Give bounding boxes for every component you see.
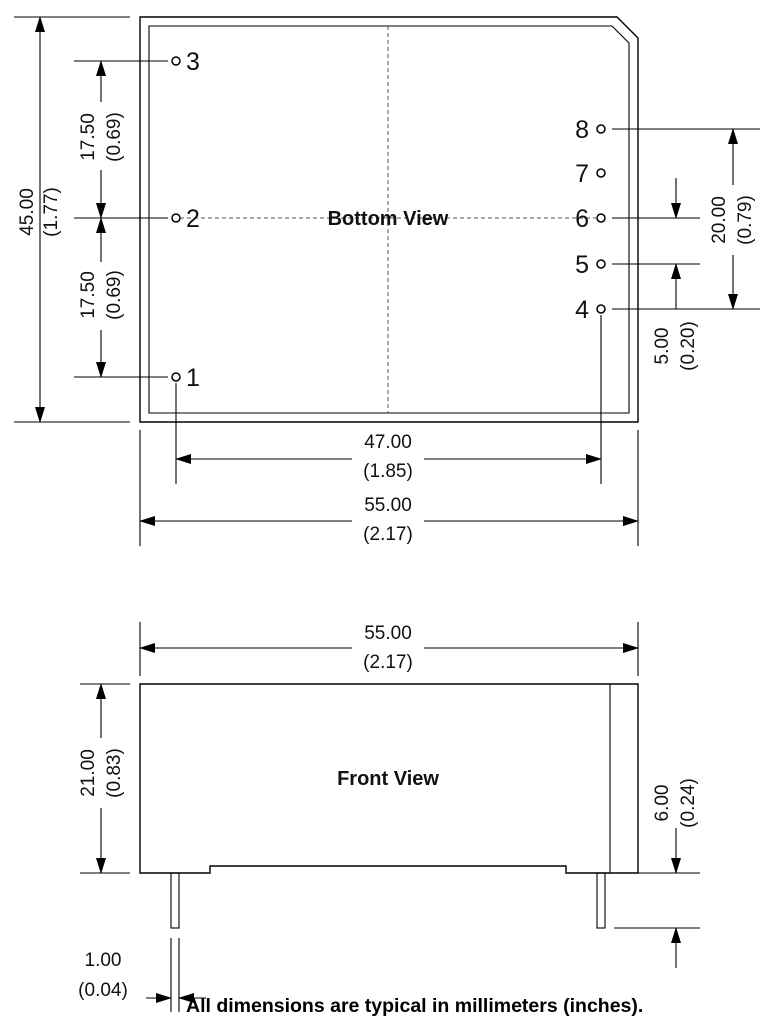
dim-height-45: 45.00 (1.77) bbox=[14, 16, 130, 423]
pin-8-label: 8 bbox=[575, 116, 589, 144]
footnote: All dimensions are typical in millimeter… bbox=[186, 995, 643, 1017]
front-view: Front View 55.00 (2.17) 21.00 (0.83) 6.0… bbox=[78, 622, 700, 1012]
pin-6-label: 6 bbox=[575, 205, 589, 233]
dim-width-55-bottom: 55.00 (2.17) bbox=[139, 430, 639, 546]
dim-height-45-in: (1.77) bbox=[41, 187, 62, 237]
dim-height-21: 21.00 (0.83) bbox=[78, 683, 130, 874]
dim-height-21-mm: 21.00 bbox=[78, 749, 99, 797]
dim-pin-span-in: (1.85) bbox=[363, 461, 413, 482]
dim-right-pitch-5: 5.00 (0.20) bbox=[612, 178, 700, 371]
dim-width-bottom-in: (2.17) bbox=[363, 524, 413, 545]
dim-right-pitch-in: (0.20) bbox=[678, 321, 699, 371]
dim-pin-span-mm: 47.00 bbox=[364, 432, 412, 453]
pin-1-marker bbox=[171, 372, 181, 382]
bottom-view-title: Bottom View bbox=[328, 208, 449, 230]
pin-5-marker bbox=[596, 259, 606, 269]
dim-pitch-upper: 17.50 (0.69) bbox=[74, 60, 168, 219]
pin-3-label: 3 bbox=[186, 48, 200, 76]
dim-right-span-20: 20.00 (0.79) bbox=[612, 128, 760, 310]
dim-pin-dia-in: (0.04) bbox=[78, 980, 128, 1001]
pin-2-label: 2 bbox=[186, 205, 200, 233]
dim-pin-length-in: (0.24) bbox=[678, 778, 699, 828]
bottom-view: Bottom View 3 2 1 8 7 6 5 4 45.00 (1.77) bbox=[14, 16, 760, 546]
front-pin-left bbox=[170, 872, 180, 929]
dim-pin-span-47: 47.00 (1.85) bbox=[175, 315, 602, 484]
pin-6-marker bbox=[596, 213, 606, 223]
dim-height-21-in: (0.83) bbox=[104, 748, 125, 798]
dim-right-span-mm: 20.00 bbox=[709, 196, 730, 244]
pin-8-marker bbox=[596, 124, 606, 134]
front-view-title: Front View bbox=[337, 768, 439, 790]
dim-pitch-lower-mm: 17.50 bbox=[78, 271, 99, 319]
dim-width-55-front: 55.00 (2.17) bbox=[139, 622, 639, 676]
dim-width-front-mm: 55.00 bbox=[364, 623, 412, 644]
pin-4-marker bbox=[596, 304, 606, 314]
dim-height-45-mm: 45.00 bbox=[17, 188, 38, 236]
dim-width-bottom-mm: 55.00 bbox=[364, 495, 412, 516]
dim-pin-dia-1: 1.00 (0.04) bbox=[78, 938, 206, 1012]
dim-width-front-in: (2.17) bbox=[363, 652, 413, 673]
dim-pin-dia-mm: 1.00 bbox=[85, 950, 122, 971]
pin-4-label: 4 bbox=[575, 296, 589, 324]
pin-3-marker bbox=[171, 56, 181, 66]
front-pin-right bbox=[596, 872, 606, 929]
dim-pitch-lower-in: (0.69) bbox=[104, 270, 125, 320]
dim-right-span-in: (0.79) bbox=[735, 195, 756, 245]
dim-pitch-lower: 17.50 (0.69) bbox=[74, 217, 168, 378]
dim-pitch-upper-mm: 17.50 bbox=[78, 113, 99, 161]
pin-5-label: 5 bbox=[575, 251, 589, 279]
bottom-outline-outer bbox=[139, 16, 639, 423]
pin-2-marker bbox=[171, 213, 181, 223]
dim-right-pitch-mm: 5.00 bbox=[652, 328, 673, 365]
pin-7-marker bbox=[596, 168, 606, 178]
dim-pin-length-mm: 6.00 bbox=[652, 785, 673, 822]
bottom-outline-inner bbox=[148, 25, 630, 414]
front-body-outline bbox=[139, 683, 639, 874]
pin-7-label: 7 bbox=[575, 160, 589, 188]
dim-pin-length-6: 6.00 (0.24) bbox=[614, 778, 700, 968]
dim-pitch-upper-in: (0.69) bbox=[104, 112, 125, 162]
pin-1-label: 1 bbox=[186, 364, 200, 392]
